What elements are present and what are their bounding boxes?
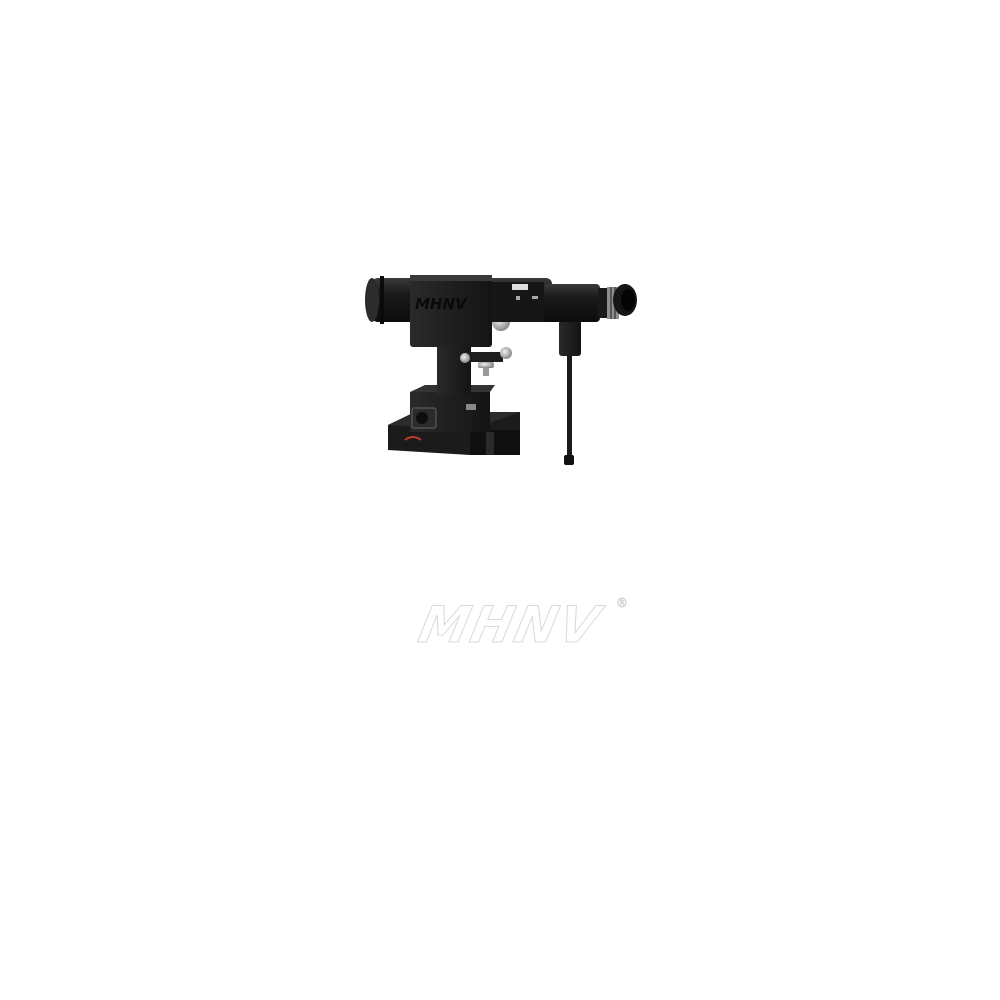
support-rod	[559, 318, 581, 465]
housing-block: MHNV	[410, 275, 492, 347]
watermark-logo: MHNV ®	[413, 596, 628, 656]
watermark-text: MHNV	[413, 596, 607, 655]
device-logo: MHNV	[415, 295, 468, 313]
adjustment-screws	[458, 347, 512, 376]
registered-mark: ®	[616, 596, 629, 611]
base-block	[410, 385, 495, 432]
column	[437, 340, 471, 395]
eyepiece-tube	[492, 282, 637, 322]
